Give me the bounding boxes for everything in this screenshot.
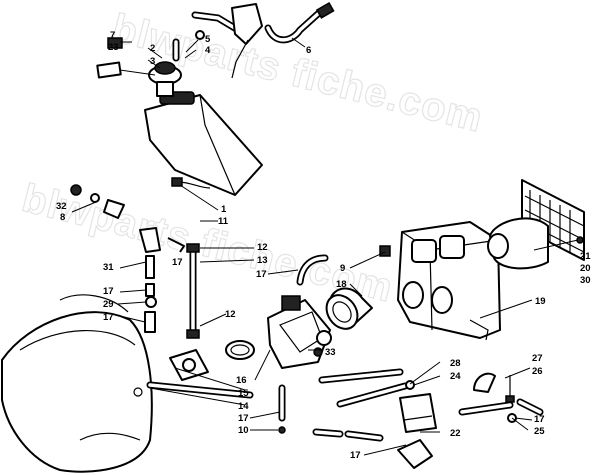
carb-flange xyxy=(169,349,209,381)
callout-12-a: 12 xyxy=(257,242,268,253)
callout-17-d: 17 xyxy=(256,269,267,280)
callout-26: 26 xyxy=(532,366,543,377)
tank-vent-fitting xyxy=(191,3,263,79)
callout-15: 15 xyxy=(238,388,249,399)
callout-31: 31 xyxy=(103,262,114,273)
callout-8: 8 xyxy=(60,212,65,223)
leader-lines xyxy=(71,37,579,456)
callout-32: 32 xyxy=(56,201,67,212)
callout-9: 9 xyxy=(340,263,345,274)
callout-29: 29 xyxy=(103,299,114,310)
callout-18: 18 xyxy=(336,279,347,290)
callout-17-b: 17 xyxy=(103,286,114,297)
callout-2: 2 xyxy=(150,43,155,54)
callout-7: 7 xyxy=(110,30,115,41)
pulse-hose-17 xyxy=(296,254,329,286)
fuel-tank xyxy=(144,91,263,196)
callout-20: 20 xyxy=(580,263,591,274)
air-silencer xyxy=(397,221,501,341)
callout-30: 30 xyxy=(580,275,591,286)
callout-4: 4 xyxy=(205,45,211,56)
callout-11: 11 xyxy=(218,216,229,227)
impulse-line xyxy=(146,381,254,399)
callout-labels: 7 23 2 3 5 4 6 1 11 32 8 17 31 17 29 17 … xyxy=(56,30,591,461)
callout-28: 28 xyxy=(450,358,461,369)
callout-22: 22 xyxy=(450,428,461,439)
callout-17-e: 17 xyxy=(238,413,249,424)
intake-boot xyxy=(325,287,373,330)
tank-outlet-fitting xyxy=(171,177,183,187)
callout-33: 33 xyxy=(325,347,336,358)
callout-5: 5 xyxy=(205,34,211,45)
callout-25: 25 xyxy=(534,426,545,437)
fuel-line-vertical xyxy=(186,243,200,339)
tank-gauge-bracket xyxy=(96,37,123,79)
callout-27: 27 xyxy=(532,353,543,364)
carburetor xyxy=(267,295,332,369)
callout-14: 14 xyxy=(238,401,249,412)
carb-drain-hose xyxy=(278,384,286,434)
callout-24: 24 xyxy=(450,371,461,382)
impulse-fitting-27 xyxy=(473,372,517,423)
fuel-pump-hoses xyxy=(312,368,544,442)
callout-1: 1 xyxy=(221,204,227,215)
callout-19: 19 xyxy=(535,296,546,307)
engine-crankcase xyxy=(1,294,153,473)
callout-17-a: 17 xyxy=(172,257,183,268)
callout-17-f: 17 xyxy=(534,414,545,425)
callout-21: 21 xyxy=(580,251,591,262)
vent-hose xyxy=(264,2,335,44)
fuel-pump xyxy=(397,393,437,469)
callout-17-g: 17 xyxy=(350,450,361,461)
callout-10: 10 xyxy=(238,425,249,436)
callout-12-b: 12 xyxy=(225,309,236,320)
carb-clamp xyxy=(225,340,255,360)
callout-6: 6 xyxy=(306,45,311,56)
callout-17-c: 17 xyxy=(103,312,114,323)
primer-assembly xyxy=(70,184,185,333)
fuel-filter-top xyxy=(172,30,205,62)
filler-cap xyxy=(148,61,182,97)
callout-16: 16 xyxy=(236,375,247,386)
callout-23: 23 xyxy=(108,42,119,53)
silencer-screw xyxy=(379,245,391,257)
callout-3: 3 xyxy=(150,56,155,67)
callout-13: 13 xyxy=(257,255,268,266)
intake-screen xyxy=(487,179,585,270)
